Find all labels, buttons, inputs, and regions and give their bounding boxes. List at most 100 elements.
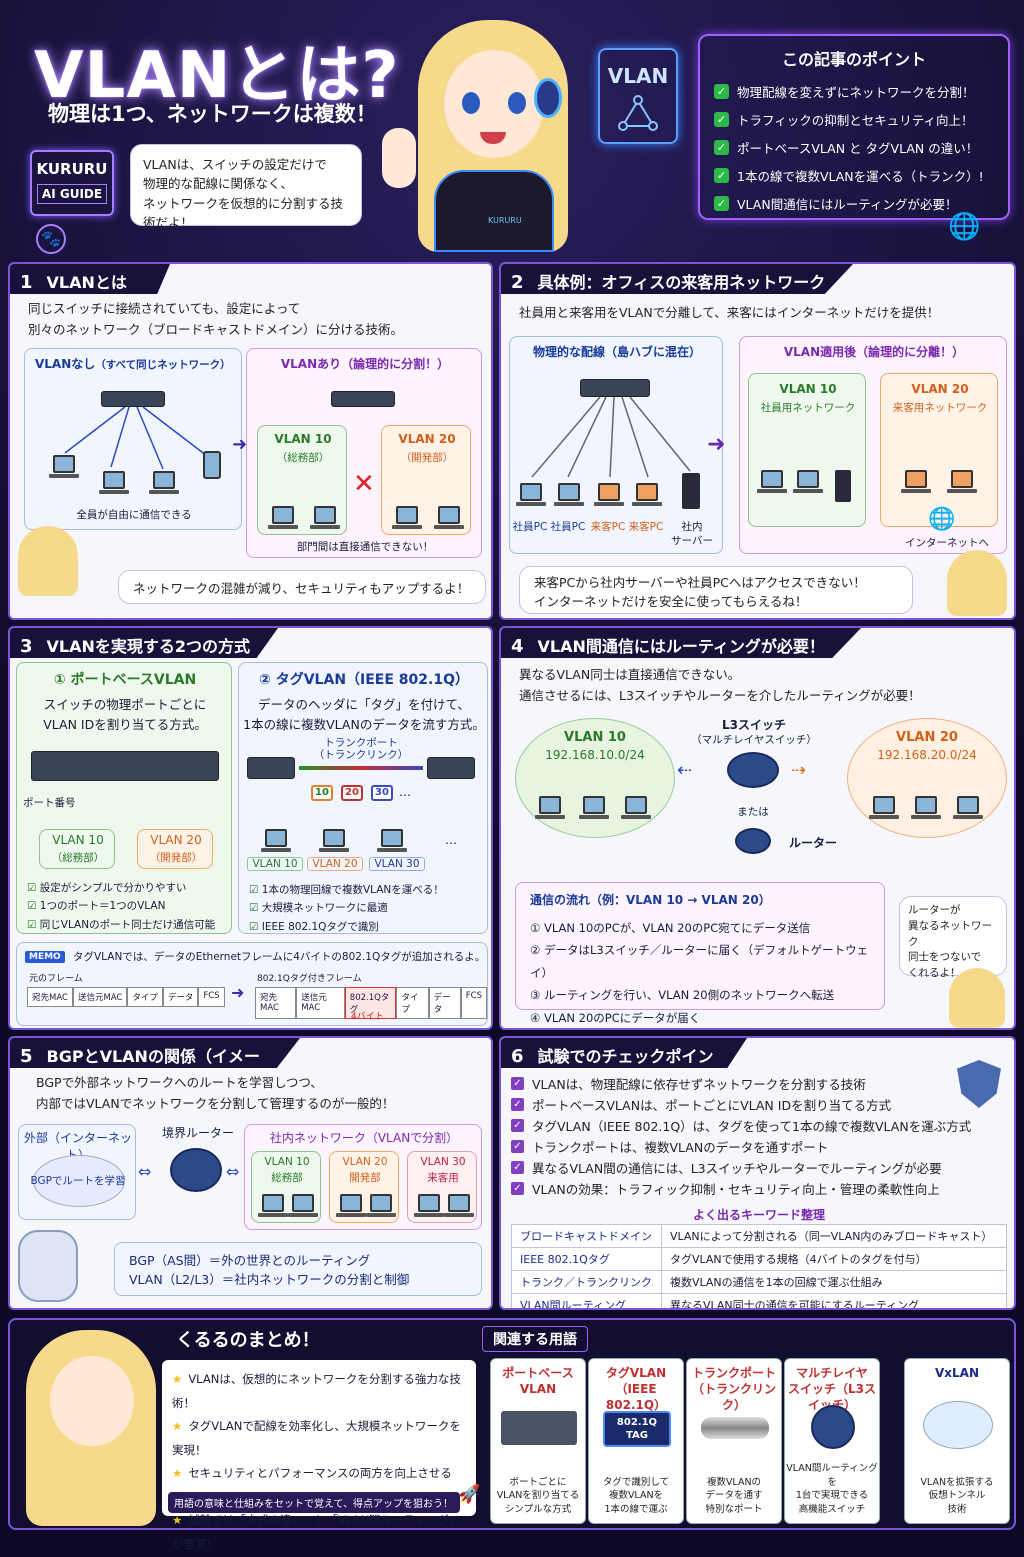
summary-item: ★VLANは、仮想的にネットワークを分割する強力な技術！ [172,1368,466,1415]
checklist-text: 同じVLANのポート同士だけ通信可能 [39,918,216,931]
ellipsis: … [445,833,457,847]
key-point-text: トラフィックの抑制とセキュリティ向上！ [737,113,974,128]
internal-label: 社内ネットワーク（VLANで分割） [269,1131,459,1145]
frame-field: 送信元MAC [296,987,345,1019]
pc-icon [793,470,823,493]
trunk-label: トランクポート [324,737,398,749]
term-heading: VxLAN [934,1366,979,1380]
headset-label: KURURU [488,216,522,225]
keyword-table-title: よく出るキーワード整理 [692,1208,825,1222]
pc-label: 来客PC [628,521,664,533]
term-desc: シンプルな方式 [504,1504,572,1516]
pc-label: 社員PC [550,521,586,533]
frame-field: データ [162,987,199,1007]
vlan20-label: VLAN 20 [342,1156,388,1168]
vlan20-sub: 来客用ネットワーク [892,402,988,414]
checkpoint-item: ✓VLANは、物理配線に依存せずネットワークを分割する技術 [511,1074,866,1093]
term-desc: 複数VLANの [706,1476,762,1488]
checklist-item: ☑ 設定がシンプルで分かりやすい [27,882,187,894]
mascot-illustration: KURURU [382,20,602,252]
or-label: または [737,806,769,818]
arrow-right-icon: ⇢ [791,760,807,781]
with-vlan-box: VLANあり（論理的に分割！） VLAN 10 （総務部） ✕ VLAN 20 … [246,348,482,558]
checklist-item: ☑ 1つのポート＝1つのVLAN [27,900,166,913]
vlan30-sub: 来客用 [427,1172,459,1184]
pc-icon [392,506,422,529]
tip-line: インターネットだけを安全に使ってもらえるね！ [534,594,808,610]
frame-field: 送信元MAC [72,987,128,1007]
cloud-icon [33,1155,125,1207]
section-title-text: 具体例：オフィスの来客用ネットワーク [537,273,826,292]
cross-icon: ✕ [353,469,375,499]
flow-step: ④ VLAN 20のPCにデータが届く [530,1010,701,1025]
vlan10-group: VLAN 10 社員用ネットワーク [748,373,866,527]
vlan10-subnet: 192.168.10.0/24 [545,748,645,762]
section-title-text: VLANとは [46,273,127,292]
server-label: サーバー [671,535,713,547]
no-vlan-label: VLANなし [35,357,96,371]
vlan10-label: VLAN 10 [779,382,837,396]
bytes-label: 4バイト [351,1012,384,1022]
router-icon [170,1148,222,1192]
terms-title: 関連する用語 [482,1326,588,1352]
flow-title: 通信の流れ（例：VLAN 10 → VLAN 20） [530,893,771,907]
term-desc: ポートごとに [509,1476,567,1488]
intro-line: VLANは、スイッチの設定だけで [143,157,327,172]
term-desc: 技術 [947,1504,967,1516]
pc-icon [319,829,349,852]
vlan20-group: VLAN 20 （開発部） [381,425,471,535]
tip-line: 異なるネットワーク [908,919,992,948]
flow-step: ② データはL3スイッチ／ルーターに届く（デフォルトゲートウェイ） [530,943,869,980]
memo-badge: MEMO [25,951,65,963]
tag-vlan-box: ② タグVLAN（IEEE 802.1Q） データのヘッダに「タグ」を付けて、1… [238,662,488,934]
router-icon [735,828,771,854]
term-desc: 複数VLANを [608,1490,664,1502]
vlan10-sub: 総務部 [271,1172,303,1184]
checkpoint-item: ✓ポートベースVLANは、ポートごとにVLAN IDを割り当てる方式 [511,1095,891,1114]
tablet-icon [203,451,221,479]
l3-switch-sub: （マルチレイヤスイッチ） [691,734,817,746]
l3-switch-icon [811,1405,855,1449]
term-desc: データを通す [705,1490,763,1502]
section-text: 内部ではVLANでネットワークを分割して管理するのが一般的！ [36,1096,395,1112]
frame-field: タイプ [396,987,429,1019]
section-number: 3 [20,636,33,657]
summary-text: VLANは、仮想的にネットワークを分割する強力な技術！ [172,1372,461,1410]
bgp-summary-line: BGP（AS間）＝外の世界とのルーティング [129,1253,371,1268]
frame-field: 宛先MAC [255,987,297,1019]
globe-icon: 🌐 [948,212,981,242]
vlan10-label: VLAN 10 [274,432,332,446]
frame-caption: 802.1Qタグ付きフレーム [257,974,362,984]
section-title: 1 VLANとは [10,264,170,294]
vlan10-sub: （総務部） [276,452,330,464]
brand-name: KURURU [36,160,108,178]
pc-icon [310,506,340,529]
section-number: 1 [20,272,33,293]
trunk-sub: （トランクリンク） [313,749,409,761]
flow-step: ③ ルーティングを行い、VLAN 20側のネットワークへ転送 [530,988,835,1003]
shield-icon [957,1060,1001,1108]
key-point: ✓物理配線を変えずにネットワークを分割！ [714,82,994,101]
definition-cell: VLANによって分割される（同一VLAN内のみブロードキャスト） [661,1224,1007,1248]
tag-vlan-text: データのヘッダに「タグ」を付けて、 [258,697,470,712]
term-desc: 1台で実現できる [795,1490,869,1502]
l3-switch-icon [727,752,779,788]
port-based-text: スイッチの物理ポートごとに [43,697,207,712]
vlan10-sub: 社員用ネットワーク [760,402,856,414]
pc-icon [632,483,662,506]
vlan-label: VLAN 30 [369,857,425,871]
tip-bubble: ルーターが異なるネットワーク同士をつないでくれるよ！ [899,896,1007,979]
tag-icon-text: TAG [626,1430,648,1441]
pc-icon [535,796,565,819]
definition-cell: タグVLANで使用する規格（4バイトのタグを付与） [661,1247,1007,1271]
pc-icon [901,470,931,493]
